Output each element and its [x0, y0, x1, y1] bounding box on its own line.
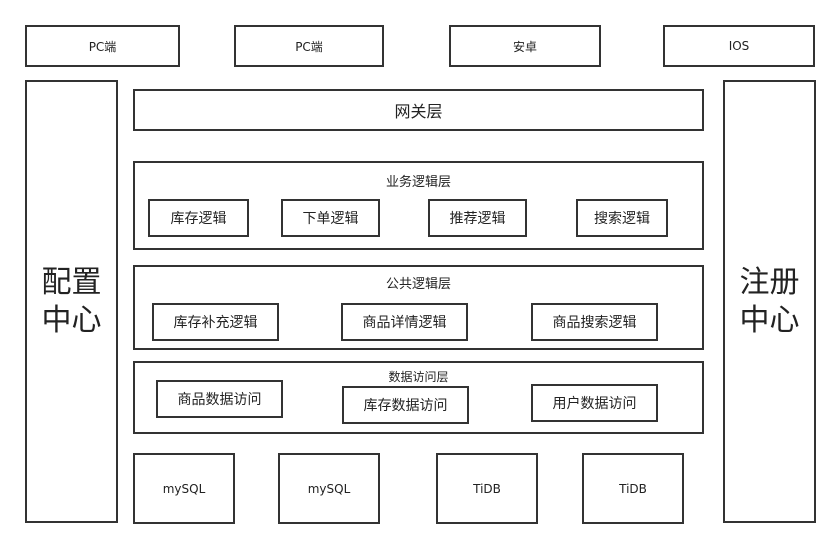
recommend-logic-module: 推荐逻辑 [428, 199, 527, 237]
data-access-layer-title: 数据访问层 [388, 370, 449, 384]
order-logic-module: 下单逻辑 [281, 199, 380, 237]
client-pc-1: PC端 [25, 25, 180, 67]
data-access-layer: 数据访问层 商品数据访问 库存数据访问 用户数据访问 [133, 361, 704, 434]
product-data-access-module: 商品数据访问 [156, 380, 283, 418]
client-pc-2: PC端 [234, 25, 384, 67]
common-logic-layer: 公共逻辑层 库存补充逻辑 商品详情逻辑 商品搜索逻辑 [133, 265, 704, 350]
business-layer-title: 业务逻辑层 [385, 175, 451, 190]
config-center: 配置中心 [25, 80, 118, 523]
database-mysql-2: mySQL [278, 453, 380, 524]
business-logic-layer: 业务逻辑层 库存逻辑 下单逻辑 推荐逻辑 搜索逻辑 [133, 161, 704, 250]
search-logic-module: 搜索逻辑 [576, 199, 668, 237]
gateway-layer: 网关层 [133, 89, 704, 131]
database-tidb-1: TiDB [436, 453, 538, 524]
database-mysql-1: mySQL [133, 453, 235, 524]
registry-center: 注册中心 [723, 80, 816, 523]
database-tidb-2: TiDB [582, 453, 684, 524]
product-detail-module: 商品详情逻辑 [341, 303, 468, 341]
inventory-replenish-module: 库存补充逻辑 [152, 303, 279, 341]
common-layer-title: 公共逻辑层 [385, 277, 451, 292]
inventory-logic-module: 库存逻辑 [148, 199, 249, 237]
user-data-access-module: 用户数据访问 [531, 384, 658, 422]
client-android: 安卓 [449, 25, 601, 67]
inventory-data-access-module: 库存数据访问 [342, 386, 469, 424]
product-search-module: 商品搜索逻辑 [531, 303, 658, 341]
client-ios: IOS [663, 25, 815, 67]
